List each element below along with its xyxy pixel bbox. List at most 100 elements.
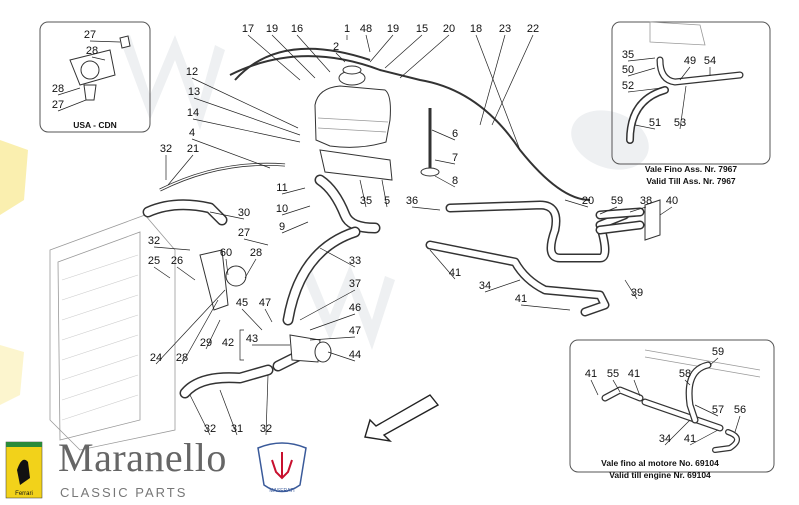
leader-line bbox=[327, 351, 356, 362]
leader-line bbox=[679, 66, 691, 81]
callout-number: 32 bbox=[204, 423, 216, 435]
callout-number: 6 bbox=[452, 128, 458, 140]
inset-usa-cdn bbox=[39, 21, 151, 133]
callout-number: 59 bbox=[712, 346, 724, 358]
leader-line bbox=[709, 357, 719, 366]
leader-line bbox=[89, 40, 121, 43]
leader-line bbox=[627, 87, 663, 93]
callout-number: 30 bbox=[238, 207, 250, 219]
leader-line bbox=[247, 34, 301, 81]
leader-line bbox=[369, 34, 394, 63]
callout-number: 9 bbox=[279, 221, 285, 233]
callout-number: 5 bbox=[384, 195, 390, 207]
bottom-right-caption-1: Vale fino al motore No. 69104 bbox=[601, 458, 719, 468]
leader-line bbox=[634, 124, 656, 130]
callout-number: 26 bbox=[171, 255, 183, 267]
callout-number: 21 bbox=[187, 143, 199, 155]
leader-line bbox=[689, 429, 719, 446]
callout-number: 47 bbox=[349, 325, 361, 337]
leader-line bbox=[281, 187, 306, 195]
callout-number: 46 bbox=[349, 302, 361, 314]
callout-number: 49 bbox=[684, 55, 696, 67]
top-right-caption-2: Valid Till Ass. Nr. 7967 bbox=[646, 176, 736, 186]
callout-number: 60 bbox=[220, 247, 232, 259]
leader-line bbox=[520, 304, 571, 311]
leader-line bbox=[629, 206, 647, 213]
callout-number: 24 bbox=[150, 352, 162, 364]
callout-number: 45 bbox=[236, 297, 248, 309]
leader-line bbox=[309, 313, 356, 331]
callout-number: 40 bbox=[666, 195, 678, 207]
leader-line bbox=[265, 374, 269, 436]
callout-number: 35 bbox=[622, 49, 634, 61]
bracket bbox=[239, 329, 244, 361]
callout-number: 27 bbox=[84, 29, 96, 41]
callout-number: 18 bbox=[470, 23, 482, 35]
leader-line bbox=[694, 404, 719, 417]
leader-line bbox=[176, 266, 196, 281]
callout-number: 51 bbox=[649, 117, 661, 129]
leader-line bbox=[434, 159, 456, 165]
callout-number: 42 bbox=[222, 337, 234, 349]
callout-number: 29 bbox=[200, 337, 212, 349]
callout-number: 20 bbox=[582, 195, 594, 207]
callout-number: 57 bbox=[712, 404, 724, 416]
leader-line bbox=[191, 138, 271, 169]
leader-line bbox=[434, 175, 456, 188]
callout-number: 56 bbox=[734, 404, 746, 416]
callout-number: 27 bbox=[52, 99, 64, 111]
callout-number: 27 bbox=[238, 227, 250, 239]
callout-number: 37 bbox=[349, 278, 361, 290]
callout-number: 32 bbox=[160, 143, 172, 155]
ferrari-shield-watermark bbox=[0, 140, 28, 405]
callout-number: 8 bbox=[452, 175, 458, 187]
leader-line bbox=[399, 34, 450, 79]
leader-line bbox=[219, 389, 238, 436]
callout-number: 39 bbox=[631, 287, 643, 299]
callout-number: 59 bbox=[611, 195, 623, 207]
callout-number: 23 bbox=[499, 23, 511, 35]
callout-number: 52 bbox=[622, 80, 634, 92]
leader-line bbox=[309, 336, 356, 341]
leader-line bbox=[564, 199, 589, 208]
callout-number: 13 bbox=[188, 86, 200, 98]
callout-number: 36 bbox=[406, 195, 418, 207]
leader-line bbox=[411, 206, 441, 211]
callout-number: 38 bbox=[640, 195, 652, 207]
inset-top-right bbox=[611, 21, 771, 165]
leader-line bbox=[244, 258, 257, 279]
leader-line bbox=[491, 34, 534, 126]
leader-line bbox=[225, 258, 229, 276]
leader-line bbox=[281, 221, 309, 234]
callout-number: 10 bbox=[276, 203, 288, 215]
leader-line bbox=[192, 118, 301, 143]
leader-line bbox=[281, 205, 311, 216]
callout-number: 41 bbox=[515, 293, 527, 305]
callout-number: 28 bbox=[250, 247, 262, 259]
callout-number: 1 bbox=[344, 23, 350, 35]
bottom-right-caption-2: Valid till engine Nr. 69104 bbox=[609, 470, 711, 480]
callout-number: 15 bbox=[416, 23, 428, 35]
callout-number: 54 bbox=[704, 55, 716, 67]
leader-line bbox=[431, 129, 456, 141]
callout-number: 41 bbox=[684, 433, 696, 445]
leader-line bbox=[241, 308, 263, 331]
direction-arrow bbox=[364, 394, 440, 443]
leader-line bbox=[627, 67, 656, 77]
callout-number: 25 bbox=[148, 255, 160, 267]
maserati-logo: MASERATI bbox=[257, 442, 307, 494]
maserati-logo-text: MASERATI bbox=[269, 488, 294, 494]
callout-number: 35 bbox=[360, 195, 372, 207]
callout-number: 53 bbox=[674, 117, 686, 129]
callout-number: 41 bbox=[449, 267, 461, 279]
ferrari-badge-text: Ferrari bbox=[15, 491, 33, 497]
callout-number: 7 bbox=[452, 152, 458, 164]
callout-number: 31 bbox=[231, 423, 243, 435]
leader-line bbox=[659, 206, 673, 216]
leader-line bbox=[664, 419, 691, 446]
callout-number: 20 bbox=[443, 23, 455, 35]
